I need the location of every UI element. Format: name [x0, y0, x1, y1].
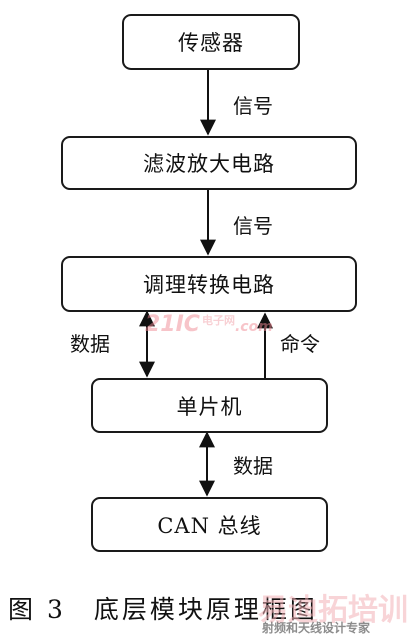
figure-title: 底层模块原理框图 — [93, 595, 318, 624]
node-sensor-label: 传感器 — [178, 31, 244, 55]
node-sensor: 传感器 — [122, 14, 300, 70]
edge-label-data-1: 数据 — [70, 332, 110, 356]
node-mcu-label: 单片机 — [176, 394, 243, 419]
edge-label-command: 命令 — [280, 332, 320, 356]
node-conditioning-converter: 调理转换电路 — [61, 256, 357, 312]
figure-caption: 图 3 底层模块原理框图 — [8, 590, 318, 626]
node-can-bus-label: CAN 总线 — [157, 513, 262, 538]
edge-label-signal-1: 信号 — [233, 94, 273, 118]
edge-label-signal-2: 信号 — [233, 214, 273, 238]
node-can-bus: CAN 总线 — [91, 497, 328, 552]
edge-label-data-2: 数据 — [233, 454, 273, 478]
node-filter-amplifier-label: 滤波放大电路 — [143, 152, 275, 176]
node-mcu: 单片机 — [91, 378, 328, 433]
node-conditioning-converter-label: 调理转换电路 — [143, 273, 275, 297]
figure-number: 图 3 — [8, 595, 66, 624]
node-filter-amplifier: 滤波放大电路 — [61, 136, 357, 190]
